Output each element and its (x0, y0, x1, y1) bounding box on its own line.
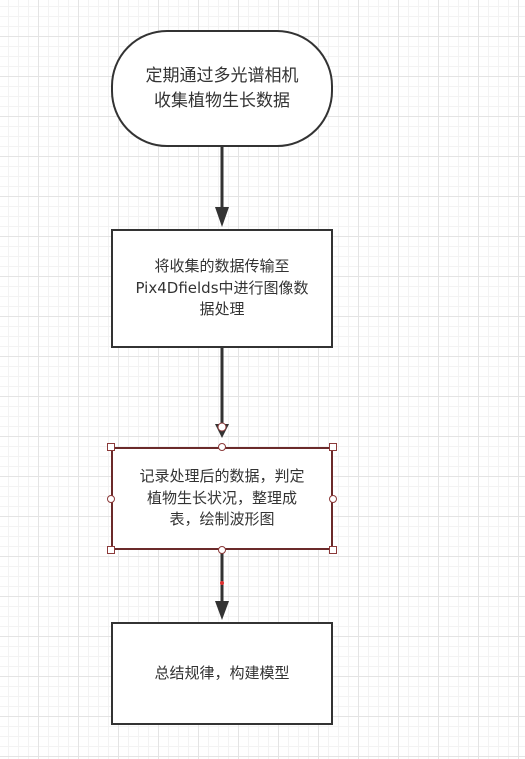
arrowhead-n3-n4 (215, 601, 229, 620)
node-label: 定期通过多光谱相机 收集植物生长数据 (145, 65, 299, 111)
resize-handle-bottom-left[interactable] (107, 546, 115, 554)
resize-handle-top-left[interactable] (107, 443, 115, 451)
node-label: 记录处理后的数据，判定 植物生长状况，整理成 表，绘制波形图 (139, 466, 305, 529)
resize-handle-left[interactable] (107, 495, 115, 503)
start-terminal-node[interactable]: 定期通过多光谱相机 收集植物生长数据 (111, 30, 333, 147)
resize-handle-right[interactable] (329, 495, 337, 503)
resize-handle-bottom[interactable] (218, 546, 226, 554)
edge-endpoint-handle[interactable] (217, 422, 227, 432)
edge-midpoint-marker[interactable] (220, 581, 224, 585)
arrowhead-n1-n2 (215, 207, 229, 227)
process-node-build-model[interactable]: 总结规律，构建模型 (111, 622, 333, 725)
process-node-record-results[interactable]: 记录处理后的数据，判定 植物生长状况，整理成 表，绘制波形图 (111, 447, 333, 550)
node-label: 将收集的数据传输至 Pix4Dfields中进行图像数 据处理 (135, 256, 309, 319)
resize-handle-top[interactable] (218, 443, 226, 451)
resize-handle-bottom-right[interactable] (329, 546, 337, 554)
process-node-data-transfer[interactable]: 将收集的数据传输至 Pix4Dfields中进行图像数 据处理 (111, 229, 333, 348)
node-label: 总结规律，构建模型 (154, 663, 290, 682)
resize-handle-top-right[interactable] (329, 443, 337, 451)
